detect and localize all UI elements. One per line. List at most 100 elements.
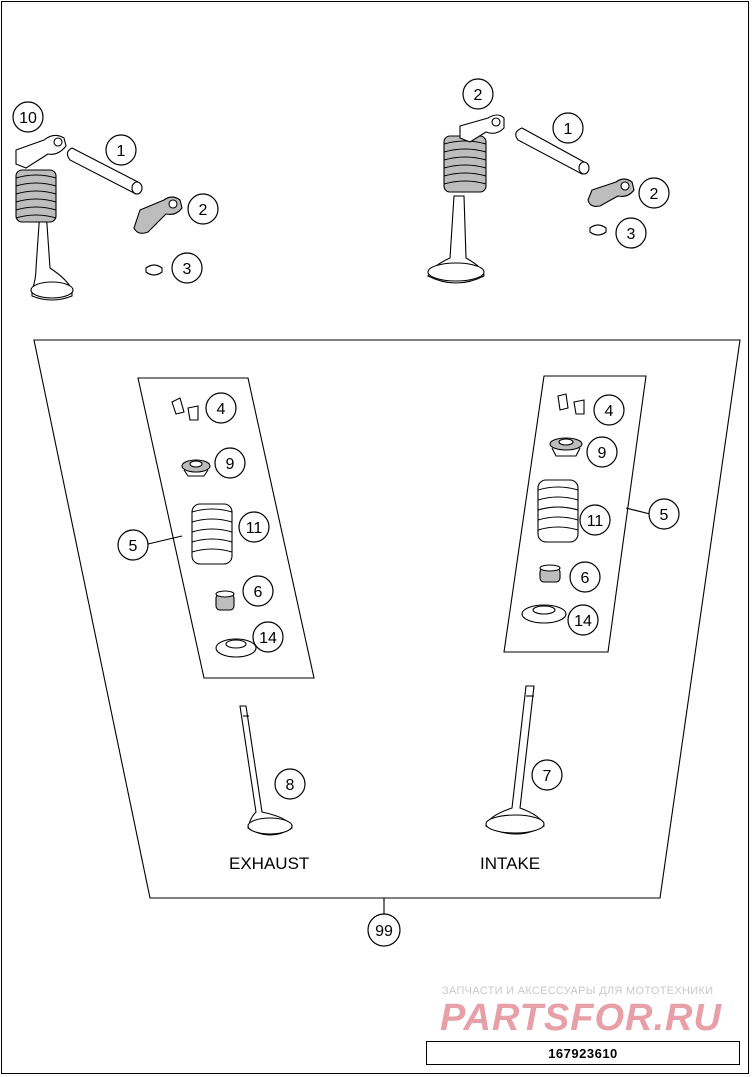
callout-number: 8 [286,777,295,794]
intake-subkit-outline [503,375,647,653]
callout-c99: 99 [367,913,401,947]
callout-number: 2 [199,202,208,219]
callout-circle [462,78,494,110]
part-number-box: 167923610 [426,1041,740,1065]
valve-spring-right [537,479,579,543]
exhaust-valve-drawing [239,705,293,836]
callout-number: 2 [650,186,659,203]
callout-number: 4 [605,403,614,420]
callout-circle [567,604,599,636]
callout-circle [242,575,274,607]
callout-number: 4 [217,401,226,418]
intake-valve-drawing [485,685,545,835]
callout-number: 99 [375,923,393,940]
valve-stem-seal-right [539,564,561,583]
callout-number: 3 [627,226,636,243]
intake-label: INTAKE [480,854,540,873]
callout-c10-left: 10 [12,101,44,133]
callout-c3-right: 3 [615,217,647,249]
callout-circle [238,511,270,543]
callout-circle [274,768,306,800]
callout-circle [569,561,601,593]
callout-c9-right: 9 [586,436,618,468]
callout-circle [252,621,284,653]
callout-c3-left: 3 [171,252,203,284]
spring-seat-left [215,638,257,658]
exhaust-valve-assembly-drawing [15,134,74,301]
callout-circle [579,504,611,536]
callout-circle [214,447,246,479]
callout-circle [615,217,647,249]
rocker-shaft-left [66,147,143,195]
intake-valve-assembly-drawing [427,114,505,284]
callout-number: 5 [660,507,669,524]
callout-c11-right: 11 [579,504,611,536]
callout-circle [638,177,670,209]
callout-c5-right: 5 [648,498,680,530]
shim-left [145,264,163,276]
callout-c6-right: 6 [569,561,601,593]
callout-number: 6 [581,570,590,587]
callout-c1-right: 1 [552,112,584,144]
callout-circle [12,101,44,133]
callout-c8: 8 [274,768,306,800]
callout-c2-right: 2 [638,177,670,209]
callout-c4-left: 4 [205,392,237,424]
shim-right [589,224,607,236]
callout-c4-right: 4 [593,394,625,426]
callout-circle [593,394,625,426]
callout-c1-left: 1 [105,134,137,166]
callout-circle [648,498,680,530]
watermark-tagline: ЗАПЧАСТИ И АКСЕССУАРЫ ДЛЯ МОТОТЕХНИКИ [442,985,713,997]
rocker-shaft-right [515,127,590,175]
callout-number: 10 [19,110,37,127]
callout-c2-left: 2 [187,193,219,225]
exhaust-label: EXHAUST [229,854,309,873]
callout-c14-left: 14 [252,621,284,653]
callout-number: 14 [574,613,592,630]
callout-number: 11 [246,520,263,537]
callout-c9-left: 9 [214,447,246,479]
callout-number: 1 [564,121,573,138]
callout-c7: 7 [531,759,563,791]
callout-circle [171,252,203,284]
valve-keepers-left [171,397,199,421]
callout-circle [586,436,618,468]
callout-number: 5 [129,538,138,555]
callout-circle [187,193,219,225]
kit-outline [33,339,741,899]
callout-circle [117,529,149,561]
exhaust-subkit-outline [137,377,315,679]
callout-group: 10 1 2 3 2 1 2 3 4 9 11 5 6 14 4 9 11 5 6 14 8 7 99 [12,78,680,947]
callout-number: 14 [259,630,277,647]
callout-number: 11 [587,513,604,530]
callout-circle [531,759,563,791]
callout-number: 9 [226,456,235,473]
spring-seat-right [521,604,567,624]
watermark-brand: PARTSFOR.RU [440,997,722,1039]
callout-number: 3 [183,261,192,278]
callout-c11-left: 11 [238,511,270,543]
rocker-arm-right [587,178,635,207]
rocker-arm-left [133,196,183,234]
callout-number: 6 [254,584,263,601]
callout-circle [367,913,401,947]
callout-number: 1 [117,143,126,160]
callout-c2-right-top: 2 [462,78,494,110]
spring-retainer-left [181,459,211,477]
callout-circle [552,112,584,144]
callout-number: 2 [474,87,483,104]
callout-c6-left: 6 [242,575,274,607]
callout-circle [105,134,137,166]
callout-c5-left: 5 [117,529,149,561]
callout-number: 7 [543,768,552,785]
callout-c14-right: 14 [567,604,599,636]
valve-spring-left [191,503,233,565]
callout-circle [205,392,237,424]
spring-retainer-right [549,437,583,457]
callout-number: 9 [598,445,607,462]
part-number: 167923610 [548,1045,618,1061]
valve-stem-seal-left [215,590,235,611]
